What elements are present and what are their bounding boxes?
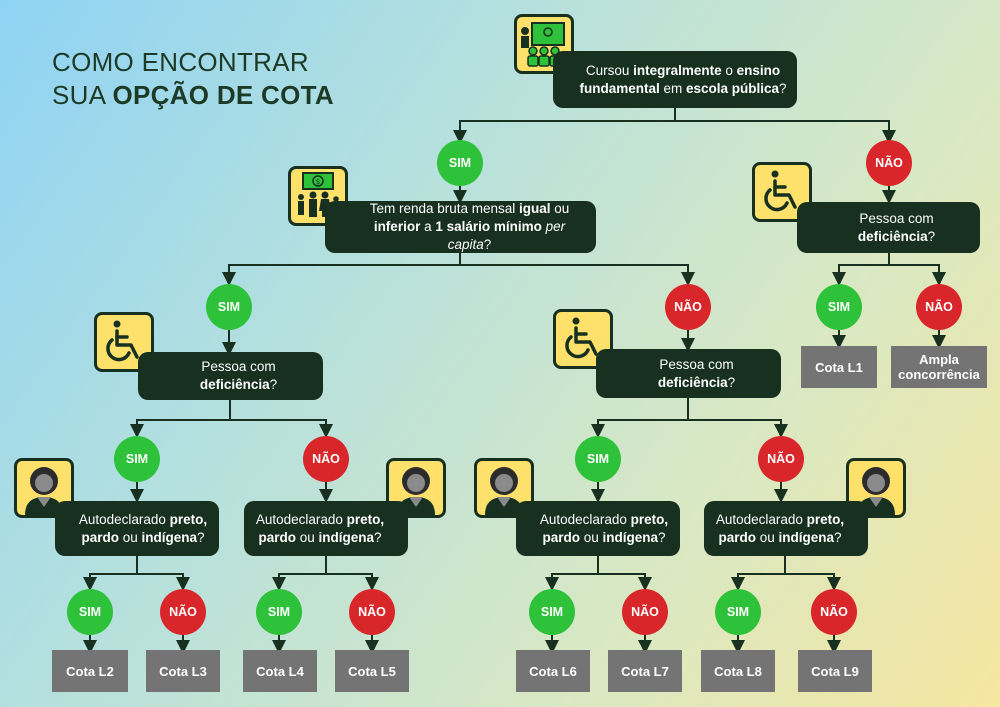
result-cota-l3: Cota L3 xyxy=(146,650,220,692)
result-cota-l9: Cota L9 xyxy=(798,650,872,692)
question-race-4: Autodeclarado preto,pardo ou indígena? xyxy=(704,501,868,556)
result-cota-l4: Cota L4 xyxy=(243,650,317,692)
svg-text:$: $ xyxy=(316,178,320,186)
result-cota-l6: Cota L6 xyxy=(516,650,590,692)
no-node-race-2: NÃO xyxy=(349,589,395,635)
question-disability-middle: Pessoa com deficiência? xyxy=(596,349,781,398)
yes-node-school: SIM xyxy=(437,140,483,186)
no-node-disability-left: NÃO xyxy=(303,436,349,482)
question-race-2: Autodeclarado preto,pardo ou indígena? xyxy=(244,501,408,556)
question-school: Cursou integralmente o ensino fundamenta… xyxy=(553,51,797,108)
yes-node-race-3: SIM xyxy=(529,589,575,635)
result-cota-l2: Cota L2 xyxy=(52,650,128,692)
person-avatar-icon xyxy=(14,458,74,518)
yes-node-disability-left: SIM xyxy=(114,436,160,482)
title-line-2-bold: OPÇÃO DE COTA xyxy=(112,80,334,110)
yes-node-disability-middle: SIM xyxy=(575,436,621,482)
yes-node-race-4: SIM xyxy=(715,589,761,635)
money-family-icon: $ xyxy=(288,166,348,226)
no-node-race-1: NÃO xyxy=(160,589,206,635)
no-node-disability-middle: NÃO xyxy=(758,436,804,482)
question-disability-right: Pessoa com deficiência? xyxy=(797,202,980,253)
yes-node-race-1: SIM xyxy=(67,589,113,635)
page-title: COMO ENCONTRAR SUA OPÇÃO DE COTA xyxy=(52,46,334,112)
no-node-race-3: NÃO xyxy=(622,589,668,635)
yes-node-race-2: SIM xyxy=(256,589,302,635)
yes-node-income: SIM xyxy=(206,284,252,330)
question-disability-left: Pessoa com deficiência? xyxy=(138,352,323,400)
no-node-race-4: NÃO xyxy=(811,589,857,635)
question-race-3: Autodeclarado preto,pardo ou indígena? xyxy=(516,501,680,556)
result-cota-l8: Cota L8 xyxy=(701,650,775,692)
no-node-school: NÃO xyxy=(866,140,912,186)
title-line-2: SUA xyxy=(52,80,113,110)
question-race-1: Autodeclarado preto,pardo ou indígena? xyxy=(55,501,219,556)
title-line-1: COMO ENCONTRAR xyxy=(52,47,309,77)
result-cota-l5: Cota L5 xyxy=(335,650,409,692)
no-node-income: NÃO xyxy=(665,284,711,330)
question-income: Tem renda bruta mensal igual ou inferior… xyxy=(325,201,596,253)
no-node-disability-right: NÃO xyxy=(916,284,962,330)
yes-node-disability-right: SIM xyxy=(816,284,862,330)
result-cota-l1: Cota L1 xyxy=(801,346,877,388)
result-cota-l7: Cota L7 xyxy=(608,650,682,692)
